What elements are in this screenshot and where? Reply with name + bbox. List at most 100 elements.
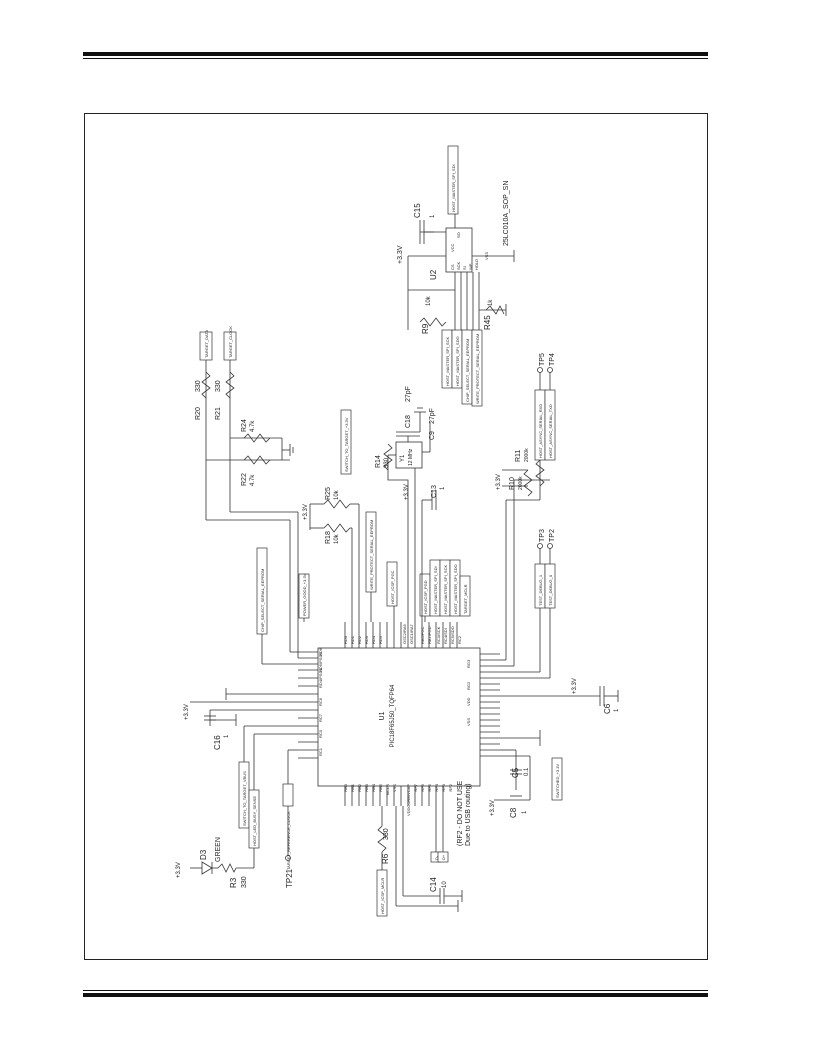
u1-pin-right-1: RC3/SCK [436, 626, 441, 644]
r14-ref: R14 [375, 455, 382, 468]
right-decoupling [494, 686, 619, 801]
c14-val: 10 [442, 881, 448, 888]
r25-3v3-label: +3.3V [303, 504, 309, 520]
c8-3v3: +3.3V [490, 800, 496, 816]
y1-val: 12 MHz [408, 448, 414, 466]
r24-ref: R24 [241, 419, 248, 432]
chip-select-label: CHIP_SELECT_SERIAL_EEPROM [260, 569, 265, 632]
bottom-section [377, 806, 463, 912]
u1-pin-top-1: RD1 [350, 635, 355, 644]
target-mclr-label: TARGET_MCLR [463, 584, 468, 614]
d3-ref: D3 [199, 849, 208, 860]
left-side-wiring [190, 688, 298, 869]
u1-pin-bottom-3: RB3 [364, 783, 369, 792]
c16-val: 1 [224, 734, 230, 738]
u1-bottom-pins [344, 786, 444, 806]
footer-rule-thick [83, 993, 708, 997]
r11-ref: R11 [515, 450, 522, 462]
r11-val: 2000k [524, 448, 530, 462]
u2-spi-sdo-label: HOST_MASTER_SPI_SDO [455, 336, 460, 386]
u1-pin-bottom-6: MCLR [385, 784, 390, 795]
ref-clock-tag [282, 783, 294, 807]
r21-ref: R21 [215, 407, 222, 420]
u1-pin-left-15: RC1 [318, 747, 323, 756]
led-d3 [190, 861, 237, 875]
u2-pin-cs: CS [450, 264, 455, 270]
u1-pin-bottom-8: VDDCORE/VCAP [406, 784, 411, 816]
ref-clock-label: TARGET_REFERENCE_CLOCK [286, 811, 291, 870]
r22-val: 4.7k [250, 474, 256, 486]
c14-ref: C14 [429, 877, 438, 892]
u1-pin-bottom-12: RF4 [434, 783, 439, 791]
u1-pin-right-0: RC2 [457, 635, 462, 644]
u1-pin-left-0: RD6 [318, 647, 323, 656]
r10-val: 2000k [518, 476, 524, 490]
u1-pin-right-2: RC4/SDI [443, 628, 448, 644]
u1-pin-bottom-4: RB4 [371, 783, 376, 792]
target-clock-tag [223, 331, 237, 361]
target-mclr-tag [459, 575, 471, 617]
target-data-label: TARGET_DATA [204, 329, 209, 358]
r18-val: 10k [334, 533, 340, 544]
target-data-net [201, 358, 299, 658]
tp5-point [537, 367, 543, 373]
u2-pin-si: SI [462, 266, 467, 270]
footer-rule-thin [83, 990, 708, 991]
r6-ref: R6 [381, 853, 390, 864]
u1-pin-left-2: RD4/PSD4 [318, 668, 323, 688]
u2-3v3: +3.3V [397, 245, 404, 264]
u1-pin-right-5: OSC1/RA7 [409, 623, 414, 644]
u1-pin-bottom-9: RF7 [413, 783, 418, 791]
switched-3v3-tag [551, 757, 563, 801]
r9-ref: R9 [421, 323, 430, 334]
c18-ref: C18 [405, 415, 412, 428]
u1-pin-top-5: RD5 [378, 635, 383, 644]
rf2-note-1: (RF2 - DO NOT USE [457, 780, 464, 846]
u2-pin-wp: WP [468, 263, 473, 270]
u1-pin-bottom-0: RB0 [343, 783, 348, 792]
tp4-point [547, 367, 553, 373]
u2-part: 25LC010A_SOP_SN [503, 181, 510, 246]
host-mclr-tag [376, 869, 388, 917]
crystal-section [383, 407, 431, 622]
u2-spi-sdi-label: HOST_MASTER_SPI_SDI [451, 164, 456, 212]
d3-3v3: +3.3V [176, 862, 182, 878]
u2-pin-so: SO [456, 232, 461, 238]
u1-left-pins [298, 651, 318, 759]
target-data-tag [199, 331, 213, 361]
r10-ref: R10 [509, 477, 516, 490]
u2-pin-vcc: VCC [450, 243, 455, 252]
host-icsp-pgc-tag [386, 561, 398, 607]
u2-wiring [407, 214, 515, 330]
c13-cap [421, 490, 437, 622]
u1-pin-right-3: RC5/SDO [450, 626, 455, 644]
u2-body [445, 227, 473, 273]
r25-val: 10k [334, 489, 340, 500]
u1-pin-left-1: RD5/PSD5 [318, 652, 323, 672]
r20-val: 330 [195, 380, 202, 392]
r3-ref: R3 [229, 877, 238, 888]
r3-val: 330 [241, 876, 248, 888]
u1-pin-bottom-14: RF2 [448, 783, 453, 791]
dminus-label: D- [434, 855, 439, 860]
u1-pin-right-6: RB6/PGC [420, 626, 425, 644]
r25-ref: R25 [325, 487, 332, 500]
host-icsp-pgc-label: HOST_ICSP_PGC [390, 570, 395, 604]
c16-ref: C16 [213, 735, 222, 750]
switch-target-3v3-label: SWITCH_TO_TARGET_+3.3V [344, 417, 349, 472]
u2-spi-sdi-tag [447, 145, 459, 215]
u2-pin-sck: SCK [456, 261, 461, 270]
test-debug-0-tag [544, 563, 556, 609]
switch-vbus-label: SWITCH_TO_TARGET_VBUS [242, 771, 247, 826]
switch-target-3v3-tag [340, 409, 352, 475]
test-debug-0-label: TEST_DEBUG_0 [548, 574, 553, 606]
r45-val: 1k [488, 299, 494, 306]
dplus-tag [437, 851, 449, 863]
u1-pin-left-12: RC6 [318, 697, 323, 706]
header-rule-thin [83, 58, 708, 59]
r18-ref: R18 [325, 531, 332, 544]
async-txd-tag [544, 389, 556, 461]
write-protect-label: WRITE_PROTECT_SERIAL_EEPROM [369, 520, 374, 590]
rf2-note-2: Due to USB routing) [465, 783, 472, 846]
